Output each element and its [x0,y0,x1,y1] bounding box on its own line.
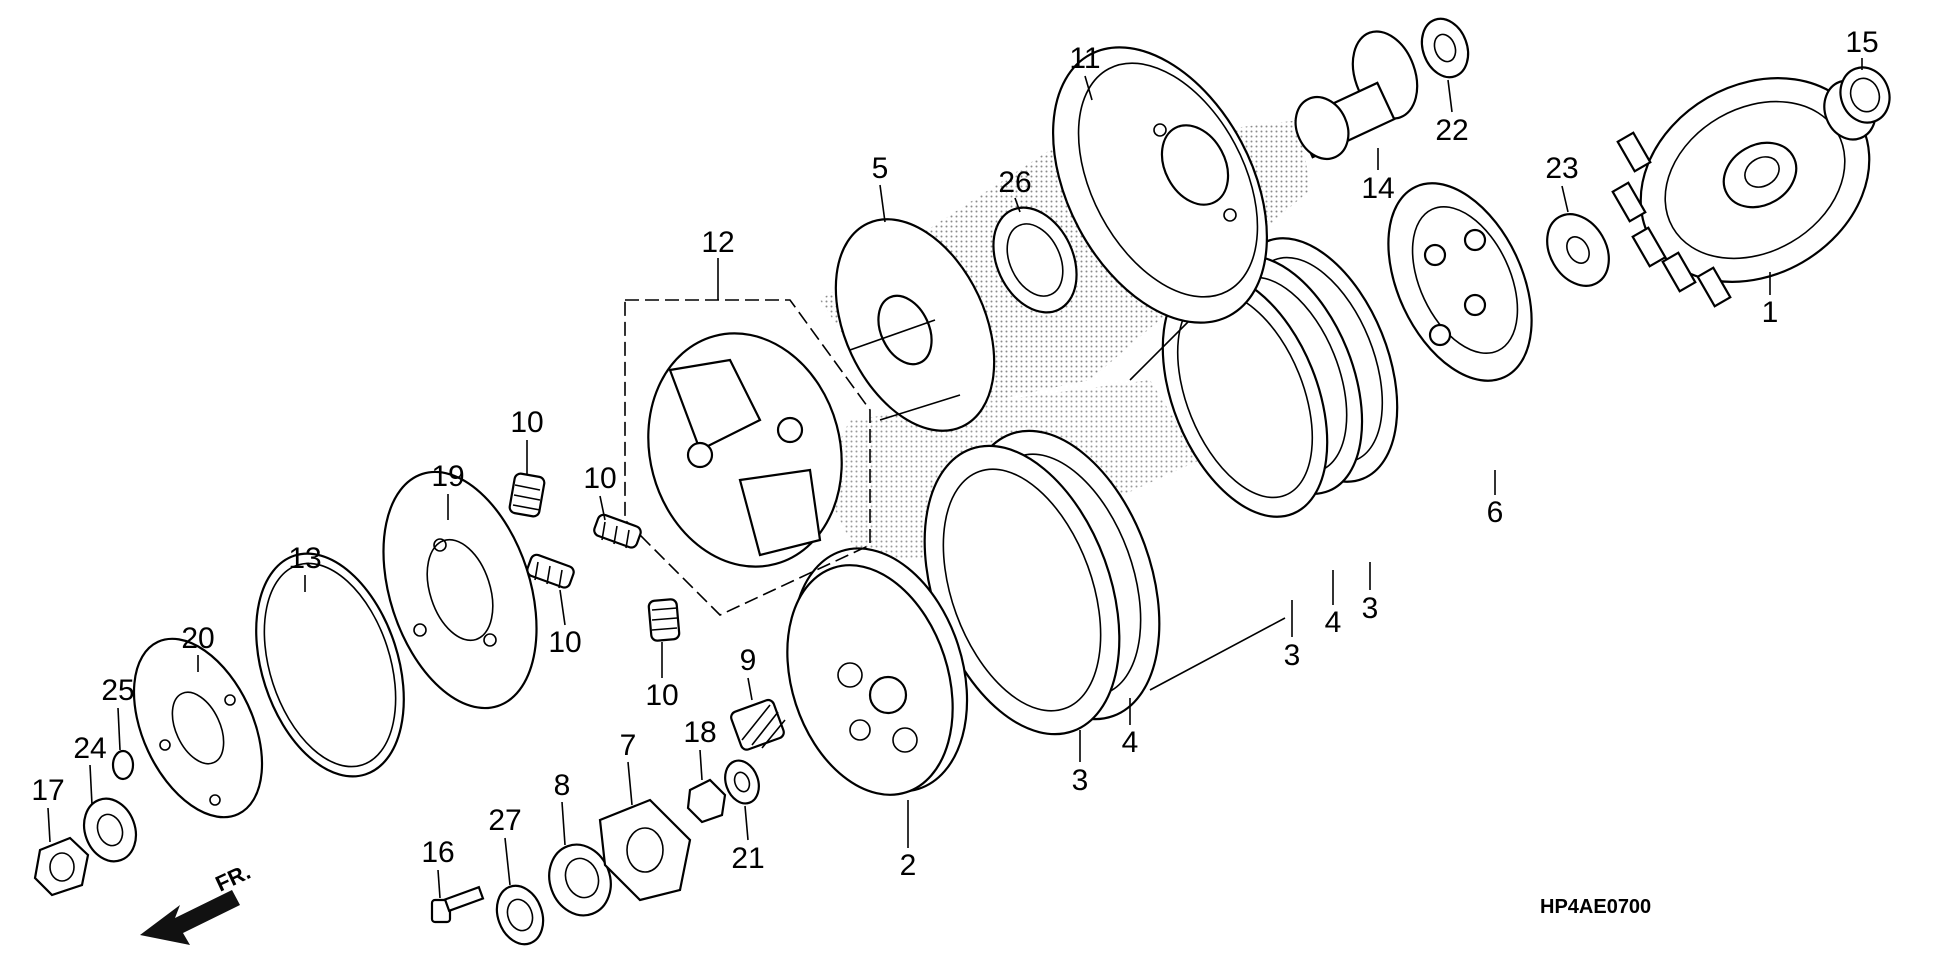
callout-14: 14 [1361,172,1394,205]
part-10-spring-middle[interactable] [593,513,643,549]
callout-10-left: 10 [548,626,581,659]
callout-20: 20 [181,622,214,655]
callout-22: 22 [1435,114,1468,147]
callout-6: 6 [1487,496,1504,529]
callout-13: 13 [288,542,321,575]
callout-10-bottom: 10 [645,679,678,712]
callout-9: 9 [740,644,757,677]
part-7-lifter-plate[interactable] [598,798,692,902]
callout-10-middle: 10 [583,462,616,495]
weight-assembly-frame [624,299,871,616]
part-24-washer[interactable] [76,791,145,868]
callout-5: 5 [872,152,889,185]
part-6-pressure-plate[interactable] [1359,161,1560,404]
part-1-clutch-outer[interactable] [1604,38,1907,323]
part-22-washer[interactable] [1414,12,1476,83]
part-13-gasket[interactable] [230,535,430,796]
callout-3-middle: 3 [1284,639,1301,672]
part-23-washer[interactable] [1535,203,1621,297]
callout-4-lower: 4 [1122,726,1139,759]
part-5-drive-plate[interactable] [804,194,1026,456]
part-2-clutch-center[interactable] [759,526,996,817]
callout-15: 15 [1845,26,1878,59]
callout-10-top: 10 [510,406,543,439]
part-27-bearing[interactable] [489,879,551,950]
callout-4-upper: 4 [1325,606,1342,639]
part-25-nut[interactable] [111,749,135,781]
front-direction-arrow: FR. [140,859,254,945]
callout-3-lower: 3 [1072,764,1089,797]
part-12-clutch-weight-set[interactable] [623,311,868,588]
callout-24: 24 [73,732,106,765]
part-10-spring-left[interactable] [526,553,576,589]
part-16-bolt[interactable] [430,885,485,924]
callout-11: 11 [1069,42,1100,75]
callout-17: 17 [31,774,64,807]
part-21-washer[interactable] [719,756,764,808]
callout-3-right: 3 [1362,592,1379,625]
part-17-lock-nut[interactable] [33,836,90,897]
callout-16: 16 [421,836,454,869]
part-14-primary-gear[interactable] [1286,22,1429,167]
part-26-one-way-clutch[interactable] [977,194,1092,326]
diagram-code: HP4AE0700 [1540,896,1651,918]
part-19-plate[interactable] [356,452,565,727]
callout-21: 21 [731,842,764,875]
callout-8: 8 [554,769,571,802]
front-label: FR. [212,859,255,897]
callout-27: 27 [488,804,521,837]
callout-25: 25 [101,674,134,707]
part-10-spring-bottom[interactable] [647,598,681,642]
part-9-spring[interactable] [729,698,786,751]
part-20-lock-plate[interactable] [108,619,288,838]
part-11-clutch-drum[interactable] [1009,11,1310,359]
callout-18: 18 [683,716,716,749]
part-18-nut[interactable] [686,778,727,824]
callout-12: 12 [701,226,734,259]
callout-2: 2 [900,849,917,882]
callout-1: 1 [1762,296,1779,329]
callout-23: 23 [1545,152,1578,185]
part-10-spring-top[interactable] [508,472,546,518]
callout-26: 26 [998,166,1031,199]
callout-19: 19 [431,460,464,493]
callout-7: 7 [620,729,637,762]
part-15-bushing[interactable] [1816,60,1897,146]
